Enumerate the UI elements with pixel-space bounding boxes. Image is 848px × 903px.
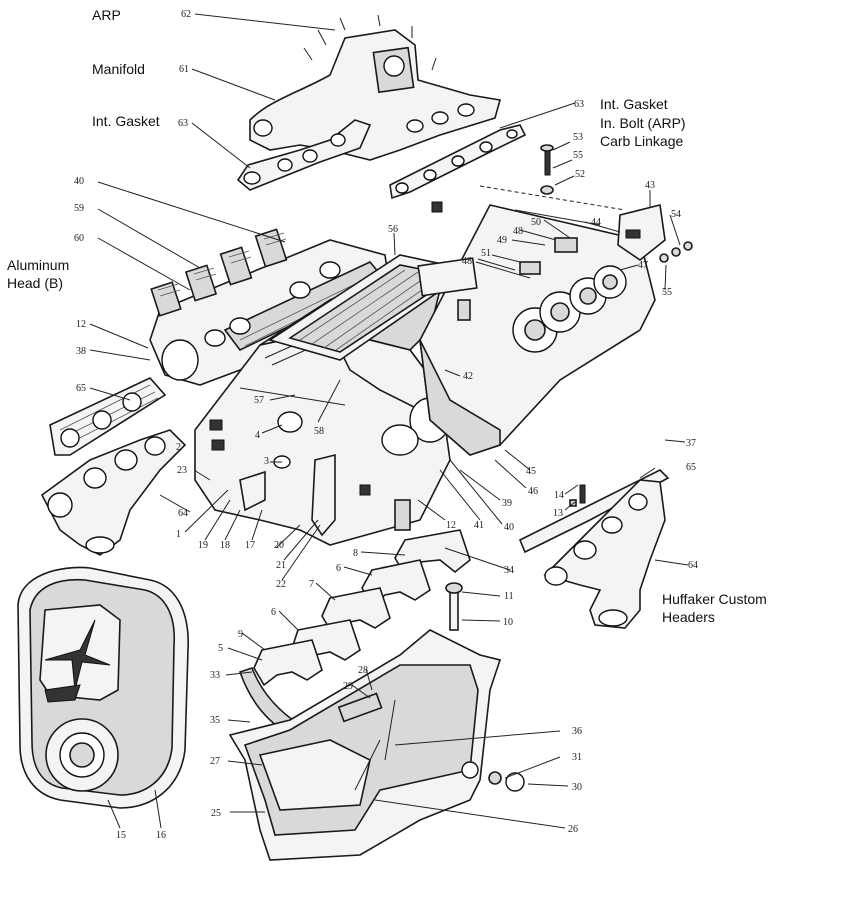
leader-lines xyxy=(89,13,689,829)
callout-23: 23 xyxy=(177,465,187,476)
callout-16: 16 xyxy=(156,830,166,841)
cylinder-head-left xyxy=(149,228,391,386)
callout-54: 54 xyxy=(671,209,681,220)
label-manifold: Manifold xyxy=(92,61,145,77)
callout-53: 53 xyxy=(573,132,583,143)
callout-37: 38 xyxy=(76,346,86,357)
callout-1: 1 xyxy=(176,529,181,540)
callout-48: 48 xyxy=(462,256,472,267)
callout-50: 50 xyxy=(531,217,541,228)
callout-13: 13 xyxy=(553,508,563,519)
callout-3: 3 xyxy=(264,456,269,467)
callout-28: 28 xyxy=(358,665,368,676)
callout-32: 33 xyxy=(210,670,220,681)
callout-6-upper: 6 xyxy=(336,563,341,574)
callout-52: 52 xyxy=(575,169,585,180)
callout-39: 39 xyxy=(502,498,512,509)
callout-65-left: 65 xyxy=(76,383,86,394)
label-int-gasket-right: Int. Gasket xyxy=(600,96,668,112)
callout-35: 36 xyxy=(572,726,582,737)
callout-60: 60 xyxy=(74,233,84,244)
intake-manifold xyxy=(249,14,502,161)
callout-61: 61 xyxy=(179,64,189,75)
label-in-bolt: In. Bolt (ARP) xyxy=(600,115,686,131)
label-carb-linkage: Carb Linkage xyxy=(600,133,684,149)
carb-linkage xyxy=(479,144,693,263)
callout-4: 4 xyxy=(255,430,260,441)
callout-41: 41 xyxy=(474,520,484,531)
part-numbers: 62 61 63 63 53 55 52 43 54 44 50 48 49 5… xyxy=(74,9,698,841)
callout-26: 26 xyxy=(568,824,578,835)
callout-27: 27 xyxy=(210,756,220,767)
callout-22: 22 xyxy=(276,579,286,590)
callout-58: 58 xyxy=(314,426,324,437)
callout-56: 56 xyxy=(388,224,398,235)
exhaust-header-right xyxy=(543,479,666,629)
callout-30: 30 xyxy=(572,782,582,793)
label-aluminum-head-line1: Aluminum xyxy=(7,257,70,273)
callout-10: 10 xyxy=(503,617,513,628)
oil-pan xyxy=(228,629,525,861)
callout-59: 59 xyxy=(74,203,84,214)
label-arp: ARP xyxy=(92,7,121,23)
callout-55: 55 xyxy=(662,287,672,298)
callout-6: 6 xyxy=(271,607,276,618)
callout-48-top: 48 xyxy=(513,226,523,237)
callout-64-left: 64 xyxy=(178,508,188,519)
callout-44: 44 xyxy=(591,217,601,228)
callout-19: 19 xyxy=(198,540,208,551)
callout-43: 43 xyxy=(645,180,655,191)
label-aluminum-head-line2: Head (B) xyxy=(7,275,64,291)
callout-9: 9 xyxy=(238,629,243,640)
callout-42: 42 xyxy=(463,371,473,382)
intake-gasket-right xyxy=(389,124,527,213)
callout-14: 14 xyxy=(554,490,564,501)
callout-31: 31 xyxy=(572,752,582,763)
callout-33: 34 xyxy=(504,565,514,576)
callout-63-left: 63 xyxy=(178,118,188,129)
callout-45: 45 xyxy=(526,466,536,477)
callout-46: 46 xyxy=(528,486,538,497)
callout-49: 49 xyxy=(497,235,507,246)
exhaust-header-left xyxy=(40,429,187,556)
bearing-caps xyxy=(238,529,471,737)
callout-36: 37 xyxy=(686,438,696,449)
intake-gasket-left xyxy=(236,119,372,191)
label-headers-line2: Headers xyxy=(662,609,715,625)
callout-25: 25 xyxy=(211,808,221,819)
callout-40: 40 xyxy=(74,176,84,187)
callout-15: 15 xyxy=(116,830,126,841)
label-headers-line1: Huffaker Custom xyxy=(662,591,767,607)
callout-57: 57 xyxy=(254,395,264,406)
exhaust-gasket-left xyxy=(49,377,167,456)
callout-11: 11 xyxy=(504,591,514,602)
callout-62: 62 xyxy=(181,9,191,20)
callout-63-right: 63 xyxy=(574,99,584,110)
callout-5: 5 xyxy=(218,643,223,654)
timing-cover xyxy=(17,566,189,809)
callout-38: 40 xyxy=(504,522,514,533)
callout-20: 20 xyxy=(274,540,284,551)
callout-21: 21 xyxy=(276,560,286,571)
callout-34: 35 xyxy=(210,715,220,726)
callout-12-lower: 12 xyxy=(446,520,456,531)
callout-65-right: 65 xyxy=(686,462,696,473)
callout-51: 51 xyxy=(481,248,491,259)
label-int-gasket-left: Int. Gasket xyxy=(92,113,160,129)
callout-17: 17 xyxy=(245,540,255,551)
callout-29: 29 xyxy=(343,681,353,692)
callout-7: 7 xyxy=(309,579,314,590)
callout-18: 18 xyxy=(220,540,230,551)
callout-2: 2 xyxy=(176,442,181,453)
callout-12: 12 xyxy=(76,319,86,330)
callout-8: 8 xyxy=(353,548,358,559)
valve-cover-right xyxy=(417,204,656,456)
callout-64-right: 64 xyxy=(688,560,698,571)
callout-55-top: 55 xyxy=(573,150,583,161)
callout-47: 47 xyxy=(638,260,648,271)
